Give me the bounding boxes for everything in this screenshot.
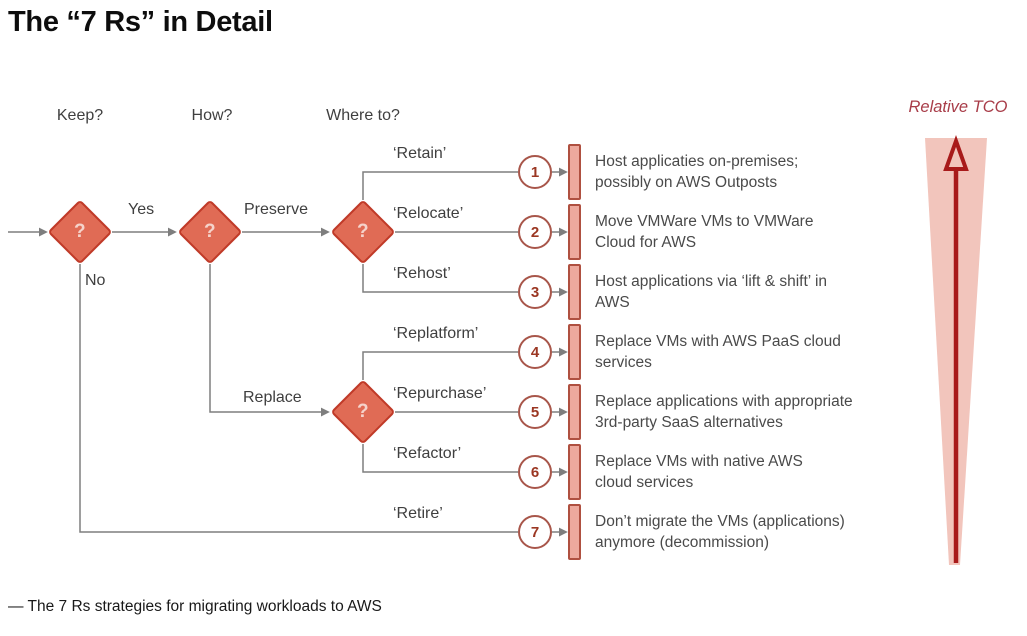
strategy-description: Replace VMs with native AWS cloud servic… (595, 453, 803, 491)
column-header-how: How? (191, 107, 233, 124)
strategy-row-refactor: ‘Refactor’ 6 Replace VMs with native AWS… (0, 444, 1027, 500)
tco-bar-segment (568, 264, 581, 320)
strategy-row-retire: ‘Retire’ 7 Don’t migrate the VMs (applic… (0, 504, 1027, 560)
strategy-label: ‘Retain’ (393, 145, 447, 162)
strategy-description: Host applications via ‘lift & shift’ in … (595, 273, 828, 311)
branch-label-replace: Replace (243, 389, 302, 406)
strategy-description: Replace VMs with AWS PaaS cloud services (595, 333, 841, 371)
strategy-label: ‘Relocate’ (393, 205, 464, 222)
step-number: 3 (530, 283, 540, 301)
tco-bar-segment (568, 324, 581, 380)
step-number-badge: 6 (518, 455, 552, 489)
strategy-row-replatform: ‘Replatform’ 4 Replace VMs with AWS PaaS… (0, 324, 1027, 380)
step-number: 1 (530, 163, 540, 181)
step-number-badge: 2 (518, 215, 552, 249)
tco-bar-segment (568, 204, 581, 260)
strategy-row-rehost: ‘Rehost’ 3 Host applications via ‘lift &… (0, 264, 1027, 320)
page-title: The “7 Rs” in Detail (8, 6, 273, 38)
strategy-row-relocate: ‘Relocate’ 2 Move VMWare VMs to VMWare C… (0, 204, 1027, 260)
figure-caption: — The 7 Rs strategies for migrating work… (8, 598, 382, 615)
tco-bar-segment (568, 444, 581, 500)
step-number: 4 (530, 343, 540, 361)
step-number-badge: 4 (518, 335, 552, 369)
strategy-label: ‘Refactor’ (393, 445, 462, 462)
strategy-description: Replace applications with appropriate 3r… (595, 393, 853, 431)
step-number: 5 (530, 403, 540, 421)
strategy-row-retain: ‘Retain’ 1 Host applicaties on-premises;… (0, 144, 1027, 200)
strategy-description: Move VMWare VMs to VMWare Cloud for AWS (595, 213, 814, 251)
strategy-description: Don’t migrate the VMs (applications) any… (595, 513, 845, 551)
step-number-badge: 1 (518, 155, 552, 189)
tco-bar-segment (568, 384, 581, 440)
step-number: 2 (530, 223, 540, 241)
step-number-badge: 3 (518, 275, 552, 309)
step-number-badge: 5 (518, 395, 552, 429)
step-number-badge: 7 (518, 515, 552, 549)
relative-tco-label: Relative TCO (908, 98, 1008, 116)
strategy-row-repurchase: ‘Repurchase’ 5 Replace applications with… (0, 384, 1027, 440)
column-header-where: Where to? (326, 107, 400, 124)
step-number: 7 (530, 523, 540, 541)
strategy-description: Host applicaties on-premises; possibly o… (595, 153, 799, 191)
strategy-label: ‘Rehost’ (393, 265, 451, 282)
branch-label-yes: Yes (128, 201, 155, 218)
column-header-keep: Keep? (56, 107, 104, 124)
tco-bar-segment (568, 504, 581, 560)
step-number: 6 (530, 463, 540, 481)
strategy-label: ‘Retire’ (393, 505, 443, 522)
branch-label-preserve: Preserve (244, 201, 309, 218)
strategy-label: ‘Repurchase’ (393, 385, 487, 402)
tco-bar-segment (568, 144, 581, 200)
strategy-label: ‘Replatform’ (393, 325, 479, 342)
branch-label-no: No (85, 272, 106, 289)
